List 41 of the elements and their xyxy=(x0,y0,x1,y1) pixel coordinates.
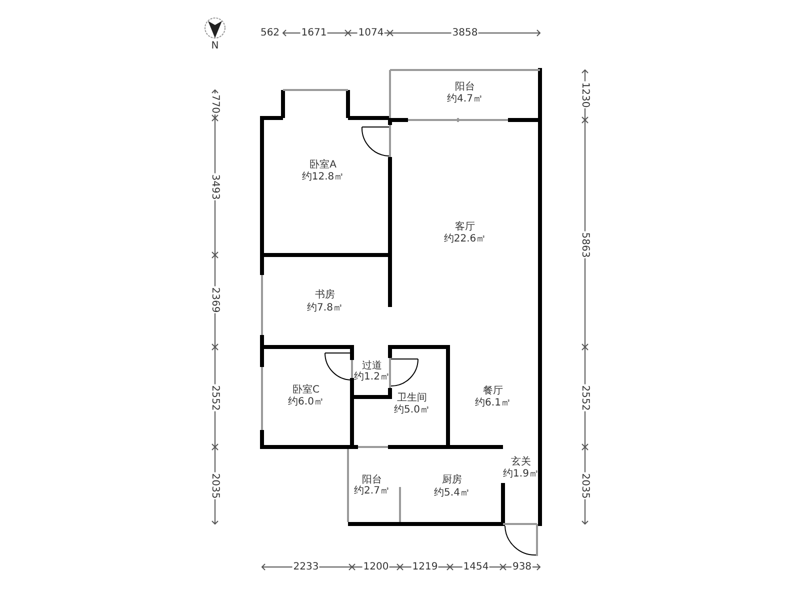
dimension-label: 3493 xyxy=(210,173,220,201)
dimension-label: 5863 xyxy=(580,231,590,259)
dimension-label: 1074 xyxy=(357,28,385,38)
room-label: 客厅 xyxy=(454,222,476,232)
area-label: 约1.9㎡ xyxy=(502,468,540,480)
dimension-label: 2035 xyxy=(580,472,590,500)
dimension-label: 1230 xyxy=(580,81,590,109)
dimension-label: 2552 xyxy=(210,384,220,412)
dimension-label: 3858 xyxy=(451,28,479,38)
area-label: 约5.4㎡ xyxy=(433,488,471,498)
area-label: 约2.7㎡ xyxy=(353,486,391,496)
dimension-label: 1219 xyxy=(411,562,439,572)
room-label: 过道 xyxy=(361,360,383,372)
dimension-label: 938 xyxy=(511,562,533,572)
room-label: 餐厅 xyxy=(482,386,504,396)
north-label: N xyxy=(210,40,220,52)
area-label: 约6.1㎡ xyxy=(474,398,512,408)
dimension-label: 1200 xyxy=(362,562,390,572)
area-label: 约22.6㎡ xyxy=(442,234,488,244)
area-label: 约6.0㎡ xyxy=(287,396,325,408)
dimension-label: 1671 xyxy=(300,28,328,38)
dimension-label: 562 xyxy=(259,28,281,38)
dimension-label: 770 xyxy=(210,93,220,115)
area-label: 约5.0㎡ xyxy=(393,404,431,416)
room-label: 卫生间 xyxy=(396,392,428,404)
room-label: 书房 xyxy=(314,290,336,300)
area-label: 约7.8㎡ xyxy=(306,302,344,314)
dimension-label: 2035 xyxy=(210,472,220,500)
dimension-label: 2369 xyxy=(210,286,220,314)
area-label: 约1.2㎡ xyxy=(353,372,391,382)
area-label: 约4.7㎡ xyxy=(446,94,484,104)
area-label: 约12.8㎡ xyxy=(300,172,346,182)
room-label: 卧室C xyxy=(292,384,320,396)
dimension-label: 2233 xyxy=(292,562,320,572)
room-label: 卧室A xyxy=(308,160,338,170)
room-label: 阳台 xyxy=(361,474,383,486)
room-label: 厨房 xyxy=(441,474,463,486)
dimension-label: 2552 xyxy=(580,384,590,412)
room-label: 玄关 xyxy=(510,456,532,468)
room-label: 阳台 xyxy=(454,82,476,92)
dimension-label: 1454 xyxy=(462,562,490,572)
